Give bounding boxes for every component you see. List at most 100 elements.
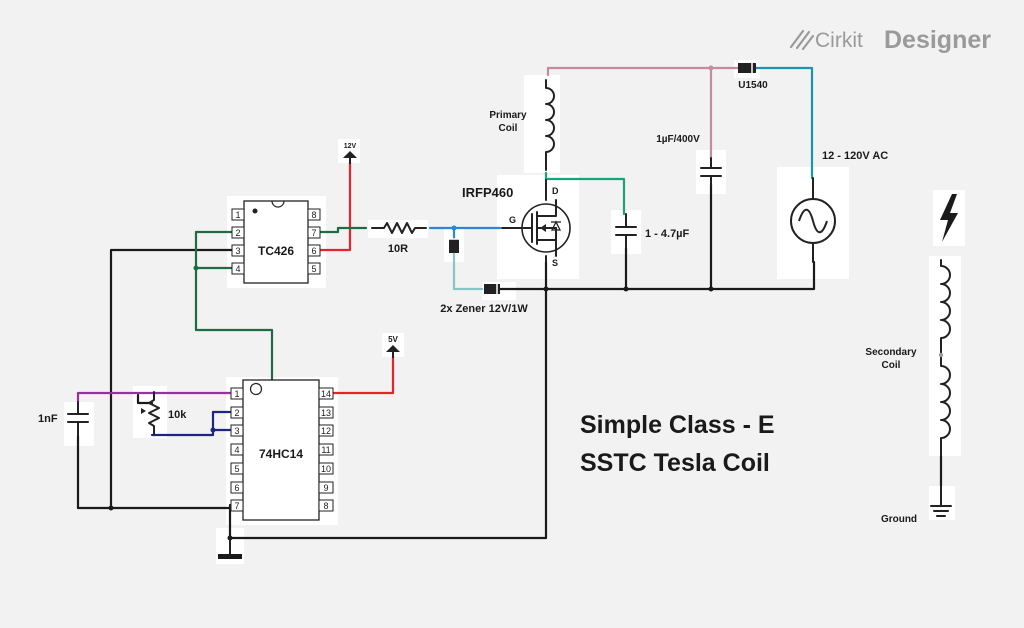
- mosfet-drain-label: D: [552, 186, 559, 196]
- 74hc14-pin-label: 3: [234, 426, 239, 436]
- 74hc14-pin-label: 10: [321, 464, 331, 474]
- diode-icon: [738, 63, 756, 73]
- 74hc14-pin-label: 6: [234, 483, 239, 493]
- junction: [708, 65, 714, 71]
- left-ground[interactable]: [218, 537, 242, 559]
- tank-cap-value: 1 - 4.7µF: [645, 228, 690, 240]
- junction: [451, 225, 457, 231]
- timing-cap-value: 1nF: [38, 413, 58, 425]
- wire-tc426-out: [316, 226, 368, 234]
- 74hc14-chip[interactable]: 74HC14 1 2 3 4 5 6 7 14 13: [230, 379, 334, 521]
- dc-cap-value: 1µF/400V: [656, 134, 700, 145]
- wire-ac-top: [754, 66, 814, 180]
- mosfet-source-label: S: [552, 258, 558, 268]
- tc426-chip[interactable]: TC426 1 2 3 4 8 7 6 5: [231, 200, 321, 284]
- timing-capacitor[interactable]: 1nF: [38, 401, 89, 437]
- junction: [543, 286, 549, 292]
- title-line2: SSTC Tesla Coil: [580, 449, 770, 477]
- brand-name: Designer: [884, 26, 991, 54]
- 74hc14-pin-label: 5: [234, 464, 239, 474]
- resistor-10r[interactable]: 10R: [371, 222, 427, 255]
- wire-pot-wiper: [136, 393, 154, 405]
- supply-12v-label: 12V: [344, 143, 357, 150]
- tc426-pin-label: 3: [235, 246, 240, 256]
- potentiometer-icon: [148, 391, 160, 435]
- 74hc14-body: [242, 379, 320, 521]
- tc426-body: [243, 200, 309, 284]
- tc426-pin-label: 8: [311, 210, 316, 220]
- supply-5v[interactable]: 5V: [386, 335, 400, 358]
- wire-5v: [328, 354, 395, 395]
- tc426-pins-left: 1 2 3 4: [231, 208, 245, 275]
- 74hc14-name: 74HC14: [259, 447, 303, 461]
- 74hc14-pin-label: 8: [323, 501, 328, 511]
- 74hc14-pin1-marker: [249, 382, 263, 396]
- tank-capacitor[interactable]: 1 - 4.7µF: [615, 213, 690, 249]
- diode-label: U1540: [738, 80, 768, 91]
- ground-bar-icon: [218, 554, 242, 559]
- primary-coil-footprint: [524, 75, 560, 173]
- primary-label-line2: Coil: [499, 123, 518, 134]
- spark-output[interactable]: [940, 194, 958, 242]
- dc-capacitor[interactable]: 1µF/400V: [656, 134, 722, 187]
- inductor-icon: [545, 79, 555, 171]
- zener-diode-icon: [449, 239, 459, 253]
- ac-source[interactable]: 12 - 120V AC: [790, 150, 888, 263]
- 74hc14-pin-label: 11: [321, 445, 330, 455]
- primary-coil[interactable]: Primary Coil: [489, 79, 555, 171]
- diode-u1540[interactable]: U1540: [738, 63, 768, 91]
- ac-source-label: 12 - 120V AC: [822, 150, 888, 162]
- resistor-value: 10R: [388, 243, 408, 255]
- potentiometer-10k[interactable]: 10k: [141, 391, 187, 435]
- 74hc14-pin-label: 9: [323, 483, 328, 493]
- right-ground[interactable]: Ground: [881, 485, 952, 525]
- brand-logo: Cirkit Designer: [789, 26, 991, 54]
- title-line1: Simple Class - E: [580, 411, 775, 439]
- 74hc14-pins-right: 14 13 12 11 10 9 8: [318, 387, 334, 512]
- tc426-pin-label: 5: [311, 264, 316, 274]
- brand-prefix: Cirkit: [815, 29, 863, 52]
- wire-cap-ground: [76, 434, 113, 510]
- wire-tc426-inputs: [194, 230, 235, 270]
- wire-source-bus: [544, 260, 816, 291]
- secondary-coil[interactable]: Secondary Coil: [865, 259, 951, 457]
- pot-value: 10k: [168, 409, 187, 421]
- supply-arrow-icon: [343, 151, 357, 158]
- tc426-pin-label: 1: [235, 210, 240, 220]
- 74hc14-pins-left: 1 2 3 4 5 6 7: [230, 387, 244, 512]
- supply-12v[interactable]: 12V: [343, 143, 357, 164]
- mosfet-irfp460[interactable]: IRFP460 G D S: [462, 179, 571, 268]
- zener-label: 2x Zener 12V/1W: [440, 303, 528, 315]
- zener-diode-icon: [484, 284, 500, 294]
- zener-diodes[interactable]: 2x Zener 12V/1W: [440, 238, 528, 315]
- resistor-zigzag-icon: [371, 222, 427, 234]
- wire-drain: [544, 171, 626, 216]
- 74hc14-pin-label: 1: [234, 389, 239, 399]
- junction: [623, 286, 629, 292]
- tc426-name: TC426: [258, 244, 294, 258]
- lightning-icon: [940, 194, 958, 242]
- wires: [76, 65, 943, 542]
- tc426-pins-right: 8 7 6 5: [307, 208, 321, 275]
- junction: [193, 265, 199, 271]
- mosfet-gate-label: G: [509, 215, 516, 225]
- wire-pot-feedback: [150, 410, 235, 437]
- supply-arrow-icon: [386, 345, 400, 352]
- tc426-pin-label: 6: [311, 246, 316, 256]
- 74hc14-pin-label: 2: [234, 408, 239, 418]
- wire-12v: [316, 160, 352, 252]
- inductor-icon: [940, 259, 951, 457]
- wire-zener-link: [452, 252, 484, 291]
- resistor-footprint: [368, 220, 428, 238]
- ground-label: Ground: [881, 514, 917, 525]
- 74hc14-pin-label: 4: [234, 445, 239, 455]
- secondary-label-line1: Secondary: [865, 347, 917, 358]
- diagram-title: Simple Class - E SSTC Tesla Coil: [580, 411, 775, 477]
- tc426-notch: [271, 200, 285, 208]
- secondary-coil-footprint: [929, 256, 961, 456]
- tc426-pin1-marker: [252, 208, 258, 214]
- tc426-pin-label: 2: [235, 228, 240, 238]
- junction: [210, 427, 216, 433]
